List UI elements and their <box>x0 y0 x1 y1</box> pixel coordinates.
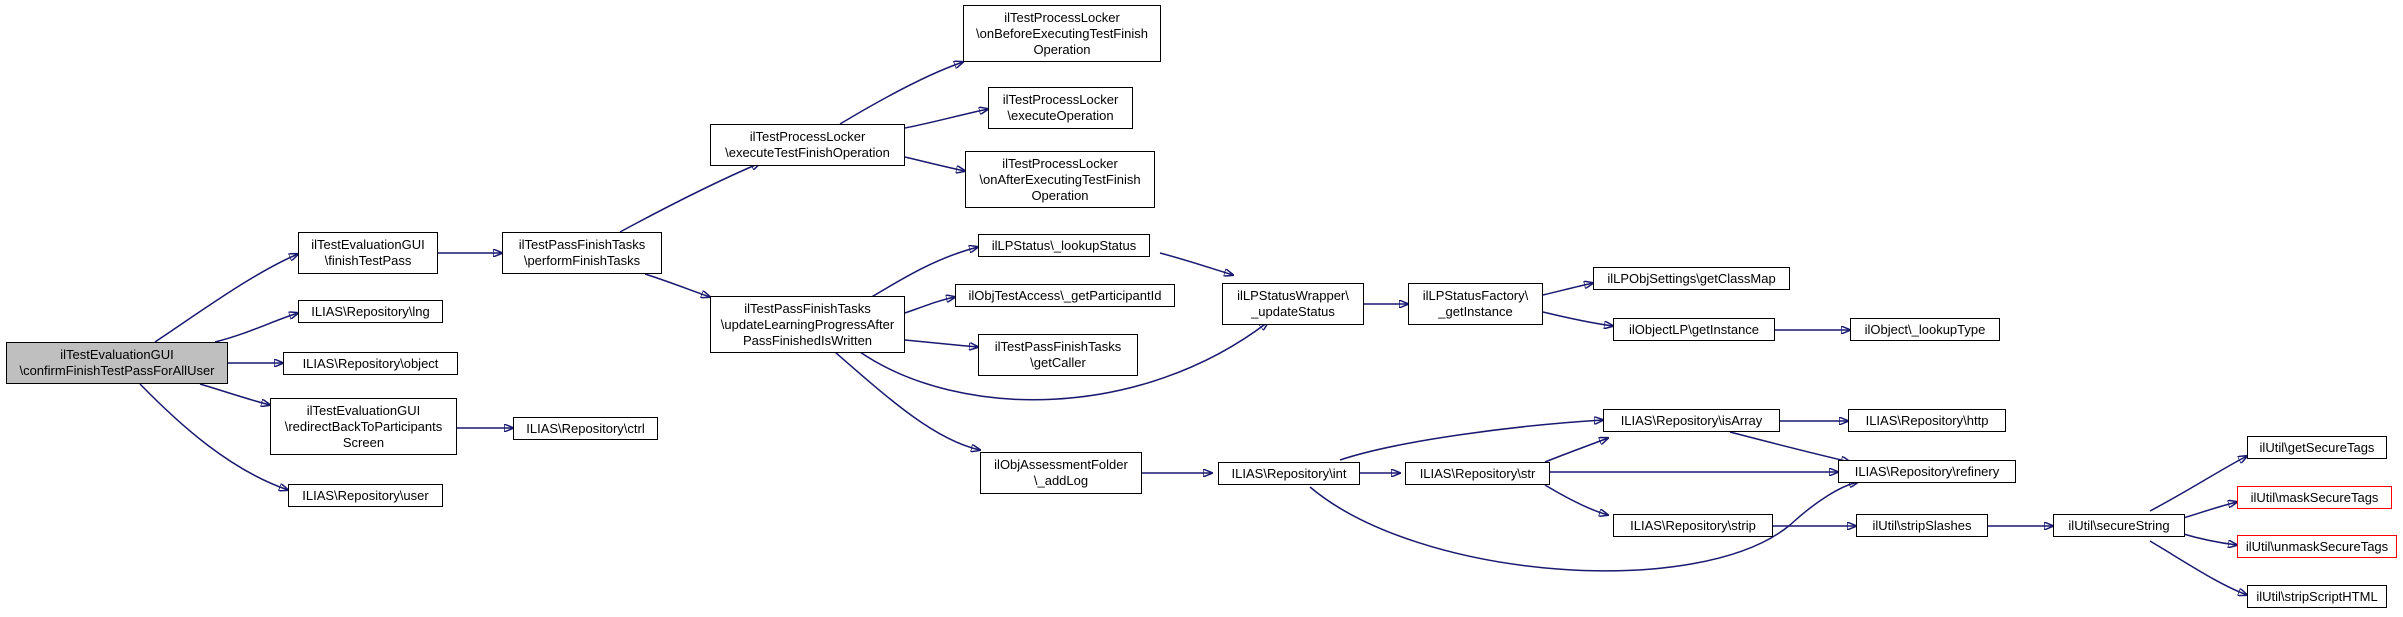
edge-int-refinery <box>1309 482 1858 572</box>
edge-int-isArray <box>1339 420 1603 461</box>
node-on-before-executing-test-finish-operation[interactable]: ilTestProcessLocker \onBeforeExecutingTe… <box>963 5 1161 62</box>
node-repository-http[interactable]: ILIAS\Repository\http <box>1848 409 2006 432</box>
node-strip-script-html[interactable]: ilUtil\stripScriptHTML <box>2247 585 2387 608</box>
edge-updateLearningProgress-addLog <box>834 351 980 450</box>
node-update-learning-progress[interactable]: ilTestPassFinishTasks \updateLearningPro… <box>710 296 905 353</box>
node-repository-str[interactable]: ILIAS\Repository\str <box>1405 462 1550 485</box>
node-execute-operation[interactable]: ilTestProcessLocker \executeOperation <box>988 87 1133 129</box>
edge-updateLearningProgress-lookupStatus <box>869 247 978 299</box>
edge-performFinishTasks-executeTestFinishOperation <box>619 163 760 233</box>
node-redirect-back-to-participants-screen[interactable]: ilTestEvaluationGUI \redirectBackToParti… <box>270 398 457 455</box>
node-mask-secure-tags[interactable]: ilUtil\maskSecureTags <box>2237 486 2392 509</box>
node-repository-ctrl[interactable]: ILIAS\Repository\ctrl <box>513 417 658 440</box>
edge-root-lng <box>214 313 298 343</box>
node-get-instance[interactable]: ilLPStatusFactory\ _getInstance <box>1408 283 1543 325</box>
node-repository-is-array[interactable]: ILIAS\Repository\isArray <box>1603 409 1780 432</box>
node-execute-test-finish-operation[interactable]: ilTestProcessLocker \executeTestFinishOp… <box>710 124 905 166</box>
node-get-class-map[interactable]: ilLPObjSettings\getClassMap <box>1593 267 1790 290</box>
node-get-caller[interactable]: ilTestPassFinishTasks \getCaller <box>978 334 1138 376</box>
node-repository-strip[interactable]: ILIAS\Repository\strip <box>1613 514 1773 537</box>
node-lookup-status[interactable]: ilLPStatus\_lookupStatus <box>978 234 1150 257</box>
edge-secureString-getSecureTags <box>2149 456 2247 512</box>
node-repository-object[interactable]: ILIAS\Repository\object <box>283 352 458 375</box>
node-perform-finish-tasks[interactable]: ilTestPassFinishTasks \performFinishTask… <box>502 232 662 274</box>
edge-str-strip <box>1544 484 1608 515</box>
edge-secureString-unmaskSecureTags <box>2179 532 2237 545</box>
edge-executeTestFinishOperation-onBefore <box>839 62 963 125</box>
edge-lookupStatus-updateStatus <box>1159 252 1233 275</box>
edge-executeTestFinishOperation-onAfter <box>904 156 965 171</box>
edge-updateLearningProgress-getCaller <box>904 339 978 347</box>
edge-root-user <box>139 383 288 490</box>
edge-getInstance-objectLPGetInstance <box>1542 311 1613 326</box>
edge-performFinishTasks-updateLearningProgress <box>644 273 710 297</box>
node-secure-string[interactable]: ilUtil\secureString <box>2053 514 2185 537</box>
edge-root-finishTestPass <box>154 254 298 343</box>
node-on-after-executing-test-finish-operation[interactable]: ilTestProcessLocker \onAfterExecutingTes… <box>965 151 1155 208</box>
node-repository-refinery[interactable]: ILIAS\Repository\refinery <box>1838 460 2016 483</box>
edge-str-isArray <box>1544 438 1608 463</box>
node-strip-slashes[interactable]: ilUtil\stripSlashes <box>1856 514 1988 537</box>
edge-secureString-stripScriptHTML <box>2149 540 2247 595</box>
node-object-lp-get-instance[interactable]: ilObjectLP\getInstance <box>1613 318 1775 341</box>
edge-isArray-refinery <box>1729 431 1850 462</box>
node-finish-test-pass[interactable]: ilTestEvaluationGUI \finishTestPass <box>298 232 438 274</box>
node-get-participant-id[interactable]: ilObjTestAccess\_getParticipantId <box>955 284 1175 307</box>
node-repository-user[interactable]: ILIAS\Repository\user <box>288 484 443 507</box>
node-unmask-secure-tags[interactable]: ilUtil\unmaskSecureTags <box>2237 535 2397 558</box>
node-get-secure-tags[interactable]: ilUtil\getSecureTags <box>2247 436 2387 459</box>
edge-secureString-maskSecureTags <box>2179 502 2237 520</box>
node-add-log[interactable]: ilObjAssessmentFolder \_addLog <box>980 452 1142 494</box>
edge-updateLearningProgress-getParticipantId <box>904 297 955 314</box>
node-lookup-type[interactable]: ilObject\_lookupType <box>1850 318 2000 341</box>
node-confirm-finish-test-pass-for-all-user[interactable]: ilTestEvaluationGUI \confirmFinishTestPa… <box>6 342 228 384</box>
edge-updateLearningProgress-updateStatus <box>859 322 1268 401</box>
node-repository-int[interactable]: ILIAS\Repository\int <box>1218 462 1360 485</box>
edge-executeTestFinishOperation-executeOperation <box>904 109 988 129</box>
edge-root-redirect <box>199 383 270 405</box>
node-repository-lng[interactable]: ILIAS\Repository\lng <box>298 300 443 323</box>
node-update-status[interactable]: ilLPStatusWrapper\ _updateStatus <box>1222 283 1364 325</box>
edge-getInstance-getClassMap <box>1542 283 1593 296</box>
